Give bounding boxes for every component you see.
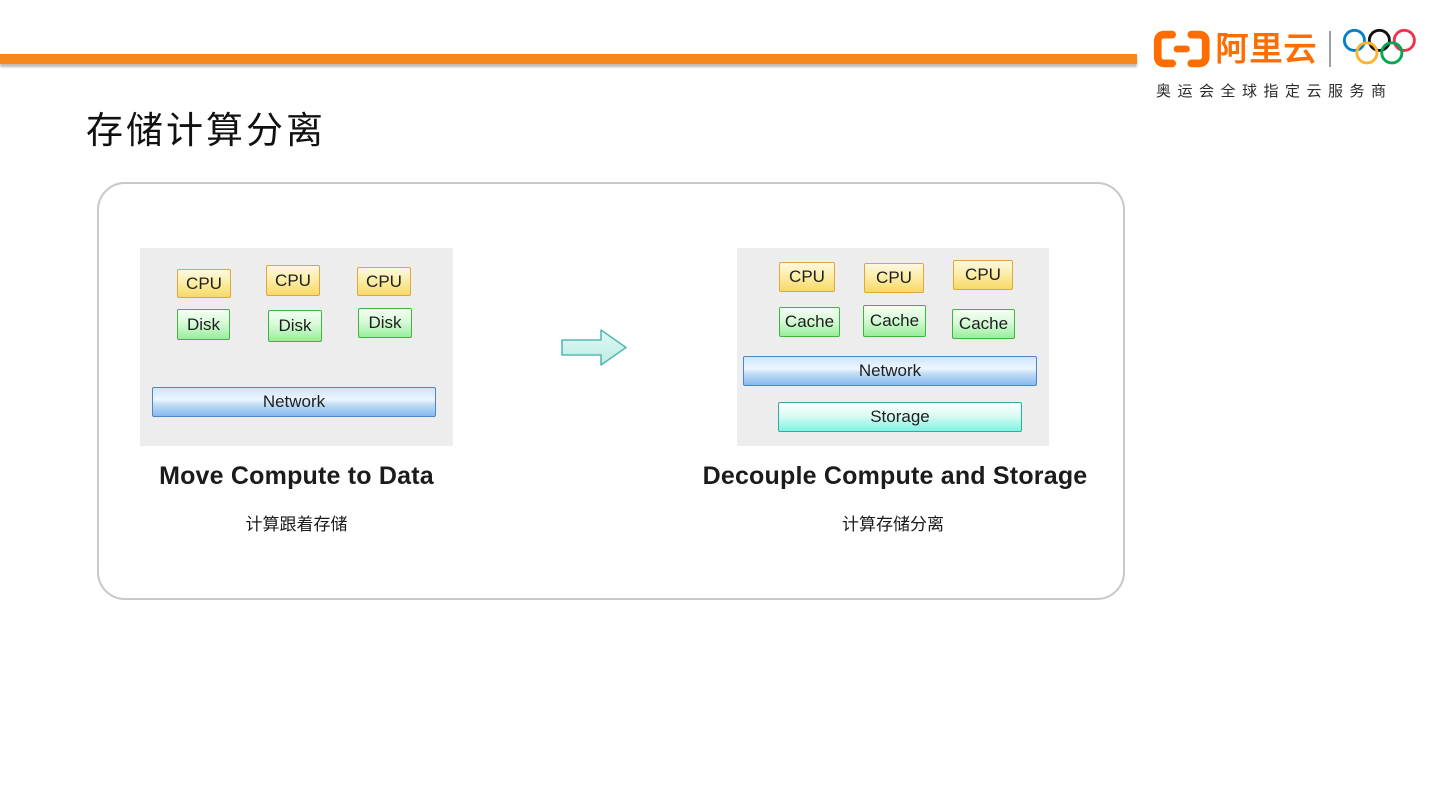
cpu-node: CPU: [177, 269, 231, 298]
cpu-node: CPU: [266, 265, 320, 296]
right-cluster-panel: CPU CPU CPU Cache Cache Cache Network St…: [737, 248, 1049, 446]
brand-tagline: 奥运会全球指定云服务商: [1156, 83, 1393, 100]
brand-separator: [1329, 31, 1332, 67]
left-cluster-panel: CPU CPU CPU Disk Disk Disk Network: [140, 248, 453, 446]
brand-row: 阿里云: [1152, 26, 1422, 72]
network-bus: Network: [743, 356, 1037, 386]
right-arrow-icon: [561, 328, 628, 367]
right-heading: Decouple Compute and Storage: [702, 462, 1088, 490]
cache-node: Cache: [863, 305, 926, 337]
alibaba-cloud-logo-icon: [1153, 30, 1210, 68]
right-subheading: 计算存储分离: [842, 515, 944, 534]
cache-node: Cache: [779, 307, 840, 337]
olympic-rings-icon: [1343, 28, 1417, 65]
network-bus: Network: [152, 387, 436, 417]
brand-logo-text: 阿里云: [1215, 30, 1318, 67]
disk-node: Disk: [358, 308, 412, 338]
cpu-node: CPU: [357, 267, 411, 296]
cpu-node: CPU: [864, 263, 924, 293]
cache-node: Cache: [952, 309, 1015, 339]
disk-node: Disk: [268, 310, 322, 342]
cpu-node: CPU: [779, 262, 835, 292]
storage-bus: Storage: [778, 402, 1022, 432]
brand-block: 阿里云 奥运会全球指定云服务商: [1152, 26, 1422, 100]
cpu-node: CPU: [953, 260, 1013, 290]
accent-bar: [0, 54, 1137, 64]
page-title: 存储计算分离: [86, 111, 326, 152]
left-subheading: 计算跟着存储: [245, 515, 348, 534]
disk-node: Disk: [177, 309, 230, 340]
left-heading: Move Compute to Data: [159, 462, 434, 490]
